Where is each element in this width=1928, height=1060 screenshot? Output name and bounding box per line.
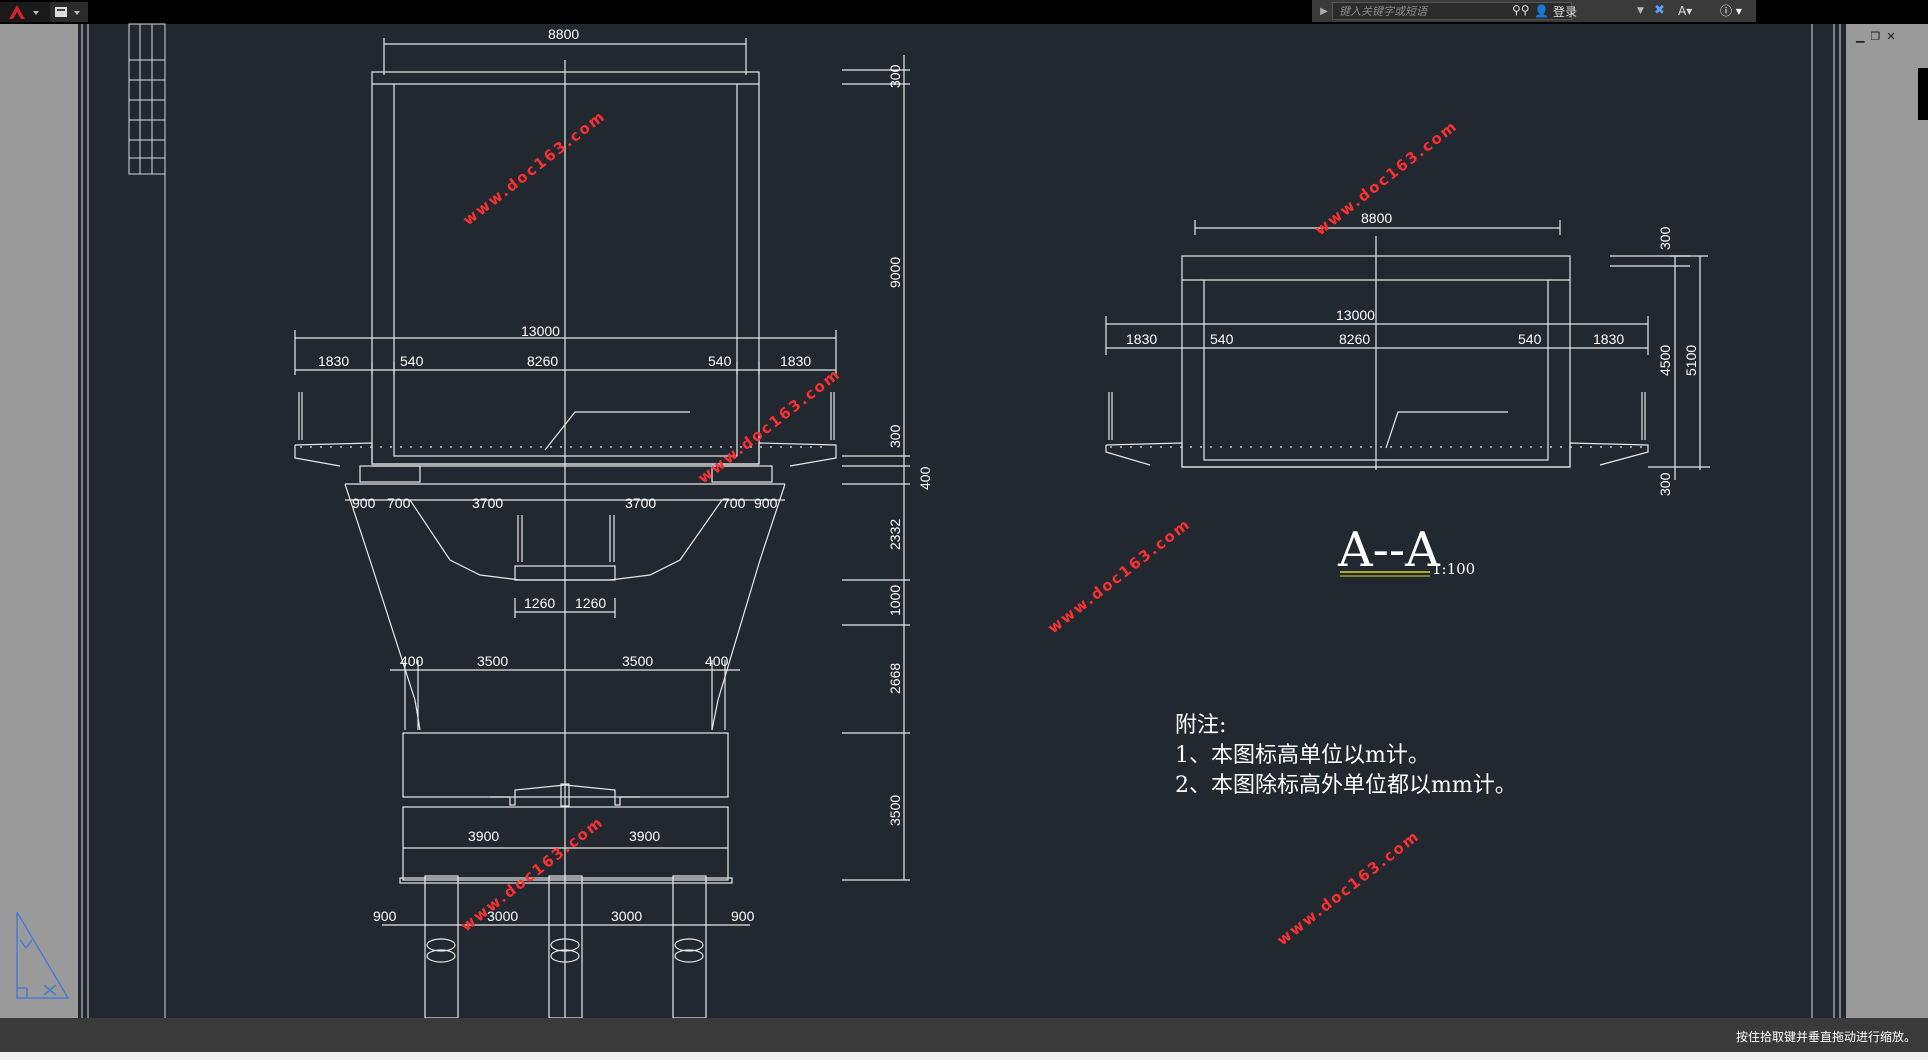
restore-icon[interactable]: ❐ bbox=[1870, 30, 1881, 43]
elev-dim-700-right: 700 bbox=[722, 495, 746, 511]
elev-dim-540-left: 540 bbox=[400, 353, 424, 369]
title-bar: ▶ ⚲⚲ 👤 登录 ▼ ✖ A▾ ⓘ ▾ bbox=[0, 0, 1928, 24]
application-menu-button[interactable] bbox=[0, 2, 50, 22]
autocad-logo-icon bbox=[9, 5, 39, 19]
left-margin bbox=[0, 24, 78, 1018]
notes-heading: 附注: bbox=[1175, 713, 1226, 738]
elev-dim-540-right: 540 bbox=[708, 353, 732, 369]
quick-access-button[interactable] bbox=[50, 2, 88, 22]
autodesk-a360-icon[interactable]: A▾ bbox=[1678, 4, 1693, 18]
search-input[interactable] bbox=[1332, 2, 1572, 20]
elev-dim-pile-3000-left: 3000 bbox=[487, 908, 518, 924]
aa-dim-540-left: 540 bbox=[1210, 331, 1234, 347]
elev-dim-1830-right: 1830 bbox=[780, 353, 811, 369]
elev-dim-total-width: 13000 bbox=[521, 323, 560, 339]
elev-dim-h-1000: 1000 bbox=[887, 585, 903, 616]
elev-dim-top-width: 8800 bbox=[548, 26, 579, 42]
login-label: 登录 bbox=[1552, 4, 1577, 19]
bottom-strip bbox=[0, 1052, 1928, 1060]
quick-access-icon bbox=[55, 7, 80, 17]
elev-dim-3900-left: 3900 bbox=[468, 828, 499, 844]
notes-line-2: 2、本图除标高外单位都以mm计。 bbox=[1175, 773, 1517, 798]
elev-dim-h-2668: 2668 bbox=[887, 663, 903, 694]
search-expand-icon[interactable]: ▶ bbox=[1320, 5, 1328, 17]
elev-dim-8260: 8260 bbox=[527, 353, 558, 369]
elev-dim-h-300-deck: 300 bbox=[887, 424, 903, 448]
login-dropdown-icon[interactable]: ▼ bbox=[1637, 6, 1644, 16]
aa-dim-540-right: 540 bbox=[1518, 331, 1542, 347]
search-bar: ▶ bbox=[1312, 0, 1756, 22]
elev-dim-3700-right: 3700 bbox=[625, 495, 656, 511]
elev-dim-h-9000: 9000 bbox=[887, 257, 903, 288]
drawing-viewport[interactable] bbox=[78, 24, 1846, 1018]
watermark-1: www.doc163.com bbox=[459, 107, 609, 230]
aa-dim-h-300-top: 300 bbox=[1657, 226, 1673, 250]
elev-dim-pile-3000-right: 3000 bbox=[611, 908, 642, 924]
exchange-apps-icon[interactable]: ✖ bbox=[1654, 3, 1665, 18]
aa-dim-8260: 8260 bbox=[1339, 331, 1370, 347]
right-margin bbox=[1846, 24, 1928, 1018]
watermark-4: www.doc163.com bbox=[1044, 515, 1194, 638]
aa-dim-top-width: 8800 bbox=[1361, 210, 1392, 226]
aa-dim-h-5100: 5100 bbox=[1683, 345, 1699, 376]
elev-dim-900-left: 900 bbox=[352, 495, 376, 511]
elev-dim-700-left: 700 bbox=[387, 495, 411, 511]
elev-dim-h-300-top: 300 bbox=[887, 64, 903, 88]
elev-dim-pile-900-right: 900 bbox=[731, 908, 755, 924]
minimize-icon[interactable]: ▁ bbox=[1856, 30, 1865, 43]
close-icon[interactable]: ✕ bbox=[1886, 30, 1896, 43]
elev-dim-h-3500: 3500 bbox=[887, 795, 903, 826]
elev-dim-3700-left: 3700 bbox=[472, 495, 503, 511]
elev-dim-900-right: 900 bbox=[754, 495, 778, 511]
elev-dim-400-right: 400 bbox=[705, 653, 729, 669]
aa-dim-1830-left: 1830 bbox=[1126, 331, 1157, 347]
ucs-icon bbox=[16, 911, 70, 999]
watermark-6: www.doc163.com bbox=[1273, 827, 1423, 950]
elev-dim-3900-right: 3900 bbox=[629, 828, 660, 844]
notes-line-1: 1、本图标高单位以m计。 bbox=[1175, 743, 1430, 768]
watermark-2: www.doc163.com bbox=[694, 365, 844, 488]
elev-dim-1830-left: 1830 bbox=[318, 353, 349, 369]
aa-dim-1830-right: 1830 bbox=[1593, 331, 1624, 347]
elev-dim-3500-right: 3500 bbox=[622, 653, 653, 669]
login-button[interactable]: 👤 登录 bbox=[1534, 2, 1577, 20]
elev-dim-3500-left: 3500 bbox=[477, 653, 508, 669]
aa-dim-h-4500: 4500 bbox=[1657, 345, 1673, 376]
status-bar: 按住拾取键并垂直拖动进行缩放。 bbox=[0, 1018, 1928, 1052]
window-controls: ▁ ❐ ✕ bbox=[1856, 30, 1896, 43]
aa-dim-total-width: 13000 bbox=[1336, 307, 1375, 323]
help-icon[interactable]: ⓘ ▾ bbox=[1720, 4, 1742, 18]
elev-dim-h-2332: 2332 bbox=[887, 519, 903, 550]
search-binoculars-icon[interactable]: ⚲⚲ bbox=[1512, 3, 1530, 17]
user-icon: 👤 bbox=[1534, 4, 1549, 18]
elev-dim-400-left: 400 bbox=[400, 653, 424, 669]
section-scale: 1:100 bbox=[1432, 560, 1475, 578]
elev-dim-1260-right: 1260 bbox=[575, 595, 606, 611]
vertical-scrollbar-thumb[interactable] bbox=[1918, 68, 1928, 120]
status-message: 按住拾取键并垂直拖动进行缩放。 bbox=[1735, 1030, 1916, 1044]
elev-dim-pile-900-left: 900 bbox=[373, 908, 397, 924]
aa-dim-h-300-bottom: 300 bbox=[1657, 472, 1673, 496]
section-title: A--A bbox=[1337, 522, 1441, 578]
elev-dim-h-400: 400 bbox=[917, 466, 933, 490]
elev-dim-1260-left: 1260 bbox=[524, 595, 555, 611]
